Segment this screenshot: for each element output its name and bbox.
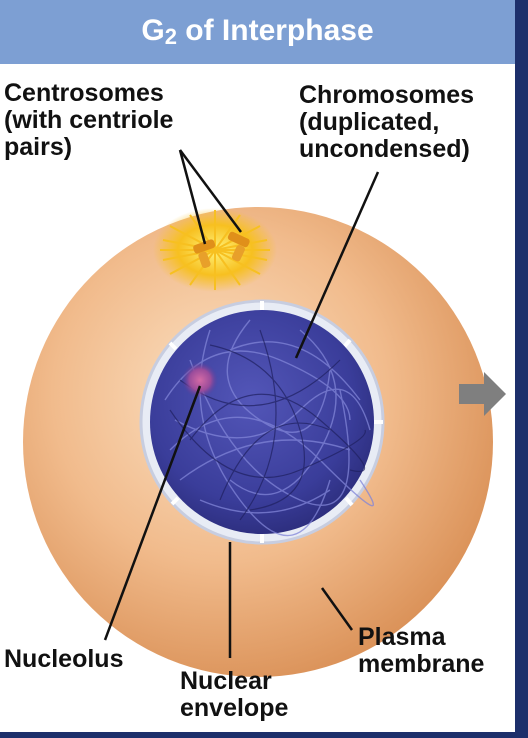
label-plasma-membrane: Plasma membrane <box>358 623 485 678</box>
nucleolus <box>182 362 218 398</box>
label-centrosomes: Centrosomes (with centriole pairs) <box>4 79 174 161</box>
label-nuclear-envelope: Nuclear envelope <box>180 667 289 722</box>
nuclear-pores <box>168 301 383 543</box>
centrosome-region <box>153 208 277 292</box>
leader-nucleolus <box>103 385 202 641</box>
centriole-pair-left <box>193 239 216 269</box>
figure-panel: G2 of Interphase <box>0 0 515 732</box>
leader-centrosome-right <box>178 149 243 233</box>
label-nucleolus: Nucleolus <box>4 645 124 673</box>
chromatin-dark <box>169 329 366 521</box>
arrow-right-icon <box>459 372 506 416</box>
leader-centrosome-left <box>178 149 207 245</box>
centrosome-rays <box>160 210 270 290</box>
label-chromosomes: Chromosomes (duplicated, uncondensed) <box>299 81 475 163</box>
title-bar: G2 of Interphase <box>0 0 515 64</box>
leader-lines <box>103 149 380 658</box>
cell-illustration <box>23 149 506 677</box>
centriole-pair-right <box>227 231 250 262</box>
figure-title: G2 of Interphase <box>141 14 374 49</box>
leader-chromosomes <box>294 171 380 359</box>
leader-plasma-membrane <box>320 587 354 631</box>
